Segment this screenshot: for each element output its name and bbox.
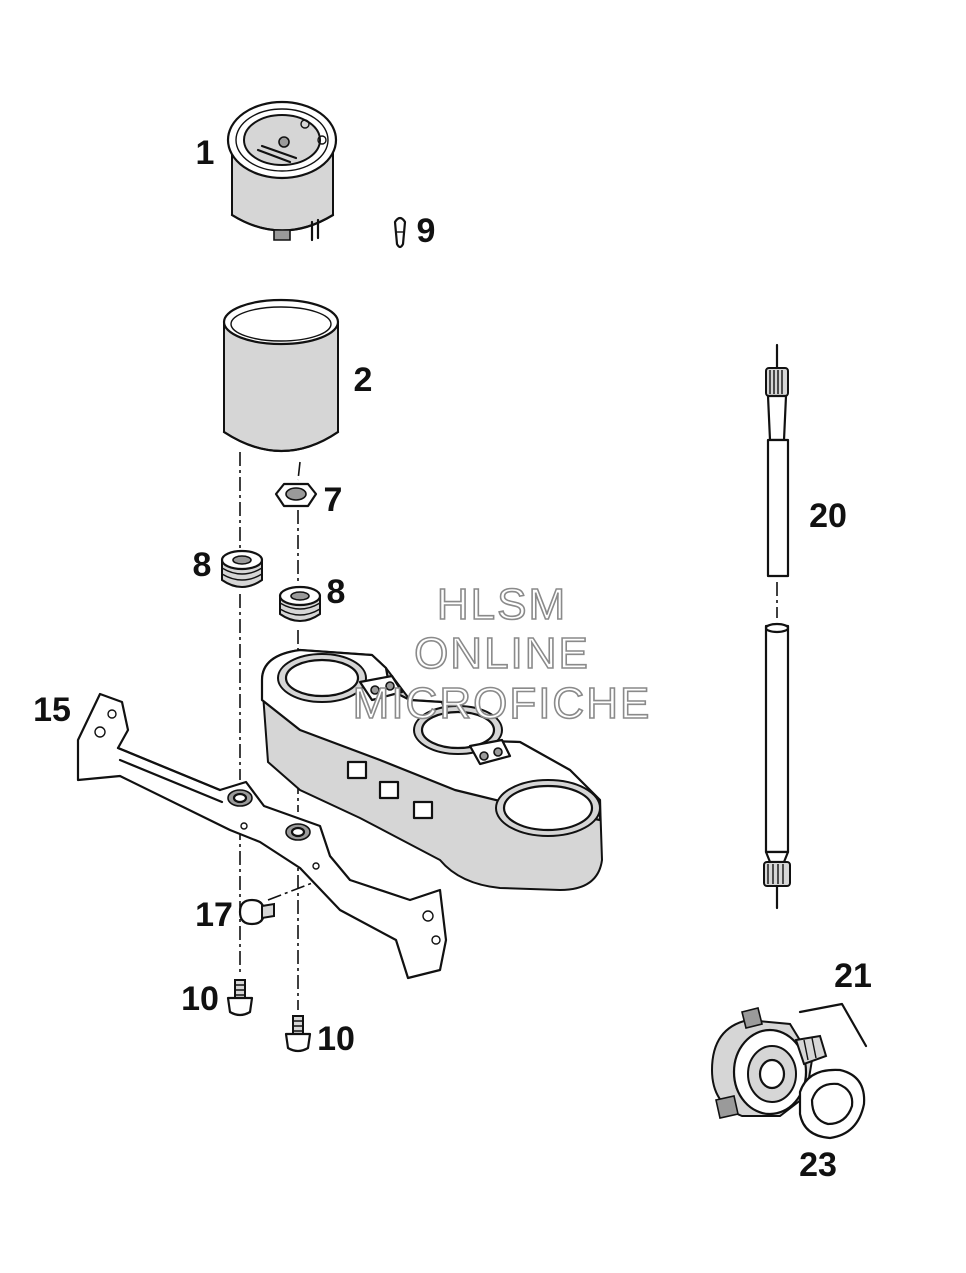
assembly-lines <box>239 452 778 1010</box>
part-screw-10-right <box>284 1015 312 1053</box>
part-speedometer <box>226 100 338 242</box>
callout-2: 2 <box>354 361 373 399</box>
part-grommet-left <box>220 549 264 588</box>
watermark: HLSM ONLINE MICROFICHE <box>352 579 652 729</box>
callout-10-left: 10 <box>181 980 219 1018</box>
part-triple-clamp <box>260 648 604 892</box>
callout-20: 20 <box>809 497 847 535</box>
callout-8-right: 8 <box>327 573 346 611</box>
part-screw-10-left <box>226 979 254 1017</box>
part-cable <box>763 343 791 910</box>
callout-8-left: 8 <box>193 546 212 584</box>
callout-10-right: 10 <box>317 1020 355 1058</box>
callout-15: 15 <box>33 691 71 729</box>
watermark-line-3: MICROFICHE <box>353 679 652 728</box>
part-gasket <box>798 1068 866 1140</box>
part-housing-cup <box>222 298 340 453</box>
part-grommet-right <box>278 585 322 622</box>
callout-17: 17 <box>195 896 233 934</box>
callouts: 1 2 7 8 8 9 10 10 15 17 20 21 23 <box>33 134 872 1184</box>
part-screw-17 <box>238 898 275 926</box>
callout-23: 23 <box>799 1146 837 1184</box>
callout-21: 21 <box>834 957 872 995</box>
callout-bracket-21 <box>798 1002 868 1048</box>
watermark-line-2: ONLINE <box>414 629 590 678</box>
part-speedo-drive <box>710 1007 828 1119</box>
part-bracket <box>76 692 448 980</box>
part-nut <box>274 482 318 508</box>
watermark-line-1: HLSM <box>437 580 567 629</box>
callout-7: 7 <box>324 481 343 519</box>
part-bulb <box>393 216 407 249</box>
callout-1: 1 <box>196 134 215 172</box>
callout-9: 9 <box>417 212 436 250</box>
